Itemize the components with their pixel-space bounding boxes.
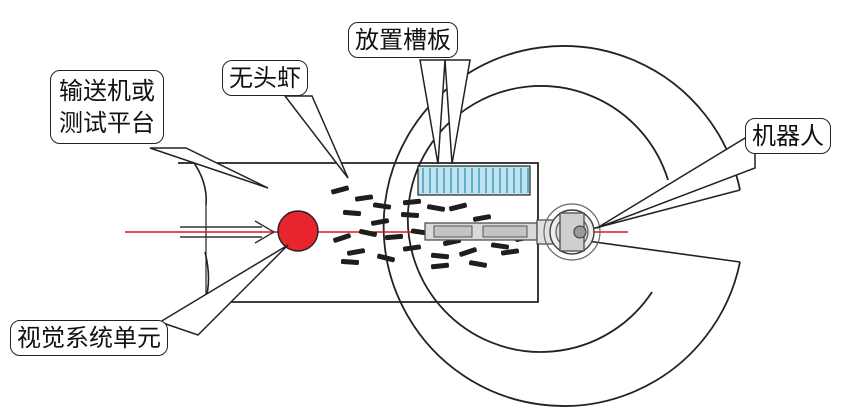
shrimp-piece <box>430 262 450 270</box>
shrimp-piece <box>333 233 351 243</box>
shrimp-piece <box>448 202 468 212</box>
label-robot: 机器人 <box>745 118 831 154</box>
label-conveyor-or-test-platform: 输送机或 测试平台 <box>50 70 164 144</box>
pointer-headless-shrimp <box>283 95 349 179</box>
shrimp-piece <box>490 242 510 250</box>
pointer-tray-2 <box>444 59 471 165</box>
shrimp-piece <box>330 185 350 195</box>
shrimp-piece <box>340 258 360 266</box>
callout-pointers <box>149 59 756 336</box>
label-headless-shrimp: 无头虾 <box>222 60 308 96</box>
shrimp-piece <box>400 211 420 219</box>
feed-direction-arrow <box>180 220 276 244</box>
shrimp-piece <box>370 218 390 226</box>
label-vision-system-unit: 视觉系统单元 <box>10 320 168 356</box>
headless-shrimp-pieces <box>330 185 534 270</box>
shrimp-piece <box>430 252 450 260</box>
shrimp-piece <box>426 204 446 212</box>
shrimp-piece <box>346 248 366 256</box>
shrimp-piece <box>354 194 374 202</box>
pointer-vision <box>158 244 289 336</box>
shrimp-piece <box>402 198 422 206</box>
shrimp-piece <box>372 202 392 210</box>
robot-reach-edge-bottom <box>579 239 741 263</box>
shrimp-piece <box>402 244 422 252</box>
placement-tray <box>417 165 531 196</box>
label-placement-tray: 放置槽板 <box>348 22 458 58</box>
shrimp-piece <box>358 228 378 238</box>
shrimp-piece <box>500 248 520 256</box>
shrimp-piece <box>468 260 488 268</box>
robot-arm <box>424 203 601 261</box>
pointer-conveyor <box>149 147 269 189</box>
robot-reach-outer-arc <box>382 45 741 407</box>
shrimp-piece <box>384 233 404 241</box>
shrimp-piece <box>376 253 396 263</box>
shrimp-piece <box>472 214 492 222</box>
shrimp-piece <box>342 209 362 217</box>
pointer-robot <box>596 130 756 229</box>
shrimp-piece <box>459 247 477 257</box>
pointer-tray <box>419 59 446 165</box>
vision-system-unit <box>277 210 319 252</box>
